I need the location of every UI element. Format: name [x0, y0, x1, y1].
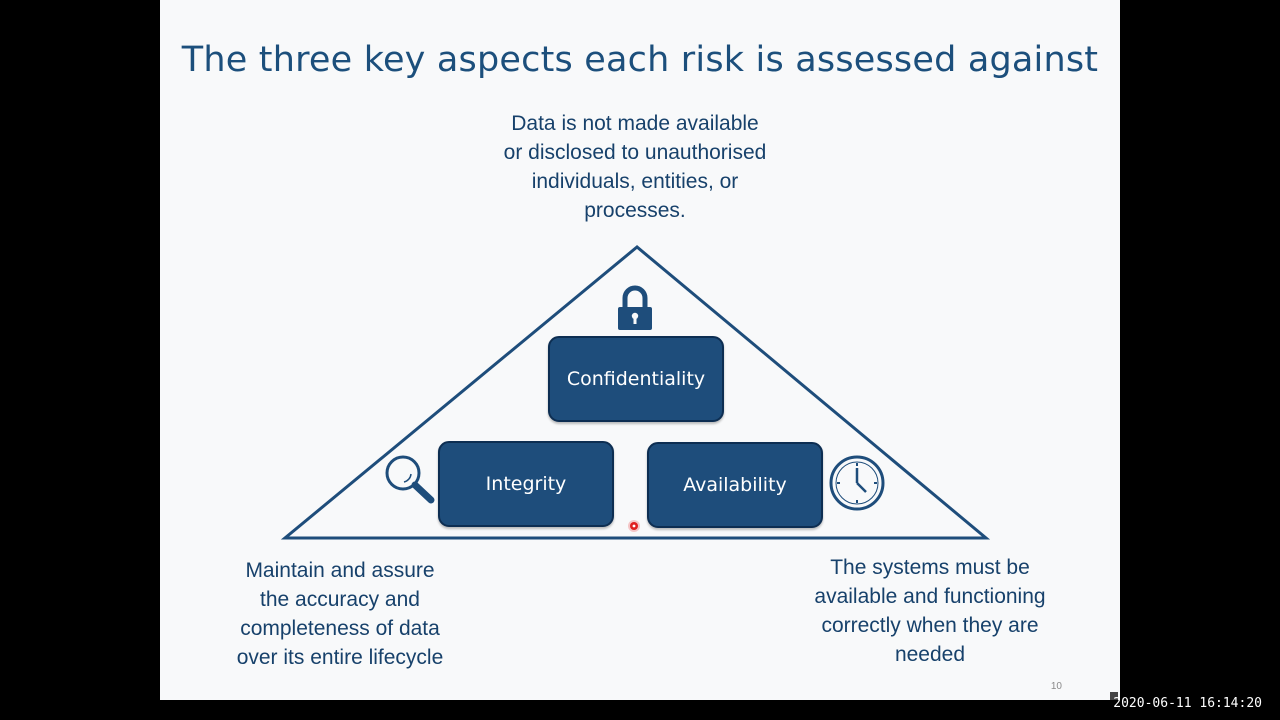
- slide-page-number: 10: [1050, 681, 1062, 692]
- confidentiality-description-line: Data is not made available: [511, 112, 759, 135]
- integrity-description-line: Maintain and assure: [245, 559, 435, 582]
- availability-description-line: correctly when they are: [821, 614, 1039, 637]
- integrity-description-line: the accuracy and: [260, 588, 420, 611]
- presentation-slide: The three key aspects each risk is asses…: [160, 0, 1120, 700]
- integrity-description-line: completeness of data: [240, 617, 440, 640]
- integrity-description-line: over its entire lifecycle: [236, 646, 444, 669]
- pointer-cursor: [628, 520, 640, 532]
- availability-description: The systems must be available and functi…: [780, 553, 1080, 669]
- integrity-box: Integrity: [438, 441, 614, 527]
- timestamp-marker: [1110, 692, 1118, 700]
- confidentiality-box: Confidentiality: [548, 336, 724, 422]
- confidentiality-description-line: processes.: [584, 199, 686, 222]
- availability-description-line: needed: [894, 643, 966, 666]
- confidentiality-description: Data is not made available or disclosed …: [460, 109, 810, 225]
- confidentiality-description-line: individuals, entities, or: [531, 170, 739, 193]
- availability-description-line: available and functioning: [814, 585, 1046, 608]
- magnifier-icon: [385, 455, 435, 504]
- lock-icon: [618, 285, 652, 330]
- availability-box: Availability: [647, 442, 823, 528]
- confidentiality-description-line: or disclosed to unauthorised: [503, 141, 767, 164]
- integrity-description: Maintain and assure the accuracy and com…: [200, 556, 480, 672]
- recording-timestamp: 2020-06-11 16:14:20: [1113, 696, 1262, 711]
- clock-icon: [829, 455, 885, 511]
- triangle-outline: [280, 245, 991, 540]
- slide-title: The three key aspects each risk is asses…: [181, 40, 1099, 80]
- cia-triangle-diagram: [280, 245, 991, 540]
- availability-description-line: The systems must be: [830, 556, 1030, 579]
